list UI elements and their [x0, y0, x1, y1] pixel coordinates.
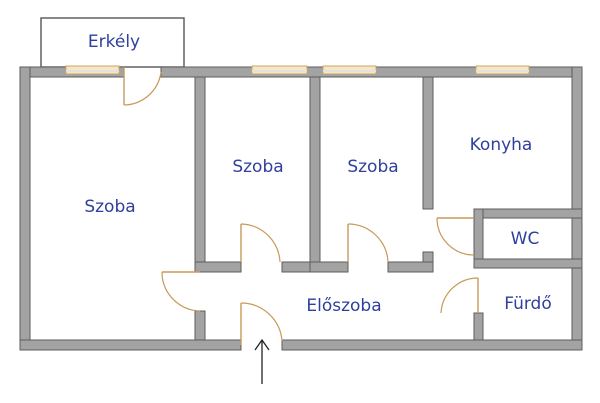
wall-wc-left [473, 208, 484, 260]
label-hallway: Előszoba [306, 296, 381, 316]
wall-room3-bottom-right [387, 261, 434, 273]
entrance-arrow [254, 338, 270, 384]
wall-kitchen-bottom [473, 208, 583, 219]
doors [123, 67, 479, 345]
wall-kitchen-vertical-upper [422, 76, 434, 210]
wall-room3-bottom-left [309, 261, 349, 273]
wall-left [19, 66, 31, 351]
wall-bath-left-lower [473, 312, 484, 341]
door-entrance [240, 302, 283, 345]
wall-bottom-left [19, 339, 242, 351]
door-left-room [161, 271, 201, 312]
wall-left-room-vertical-upper [194, 76, 206, 273]
door-bathroom [440, 277, 479, 314]
wall-left-room-vertical-lower [194, 310, 206, 341]
door-balcony [123, 67, 162, 106]
wall-wc-bottom [473, 258, 583, 269]
door-room-3 [347, 223, 389, 263]
wall-bottom-right [281, 339, 583, 351]
label-bathroom: Fürdő [504, 294, 552, 314]
balcony-outline [40, 17, 185, 68]
window-room-2-glass [252, 70, 307, 72]
label-balcony: Erkély [88, 32, 140, 52]
label-room-middle: Szoba [232, 157, 283, 177]
wall-middle-vertical [309, 76, 321, 273]
window-room-3-glass [323, 70, 376, 72]
interior-walls [194, 76, 583, 341]
label-room-left: Szoba [84, 197, 135, 217]
wall-room2-bottom-left [194, 261, 242, 273]
label-wc: WC [511, 229, 540, 249]
windows [65, 65, 530, 75]
label-room-right: Szoba [347, 157, 398, 177]
label-kitchen: Konyha [470, 135, 533, 155]
window-kitchen-glass [476, 70, 529, 72]
door-room-2 [240, 223, 281, 263]
window-left-room-glass [66, 70, 119, 72]
door-wc [436, 217, 475, 256]
